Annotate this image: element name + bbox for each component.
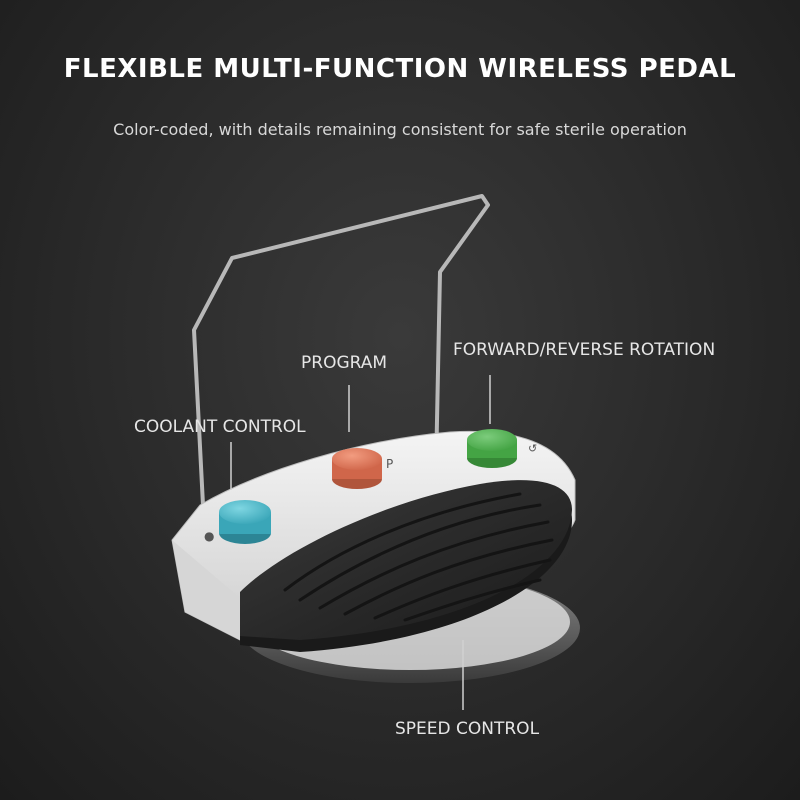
headline: FLEXIBLE MULTI-FUNCTION WIRELESS PEDAL: [63, 54, 737, 84]
callout-lines: [230, 375, 491, 710]
program-label: PROGRAM: [301, 353, 388, 373]
forward-reverse-label: FORWARD/REVERSE ROTATION: [453, 340, 716, 360]
coolant-label: COOLANT CONTROL: [134, 417, 306, 437]
wire-handle: [192, 194, 490, 507]
subheadline: Color-coded, with details remaining cons…: [113, 120, 687, 139]
p-icon: P: [386, 457, 393, 471]
program-button[interactable]: [332, 448, 382, 489]
drop-icon: ●: [204, 529, 214, 543]
coolant-button[interactable]: [219, 500, 271, 544]
speed-label: SPEED CONTROL: [395, 719, 540, 739]
speed-pedal-plate: [240, 480, 572, 652]
forward-reverse-button[interactable]: [467, 429, 517, 468]
rotation-icon: ↺: [528, 442, 537, 455]
